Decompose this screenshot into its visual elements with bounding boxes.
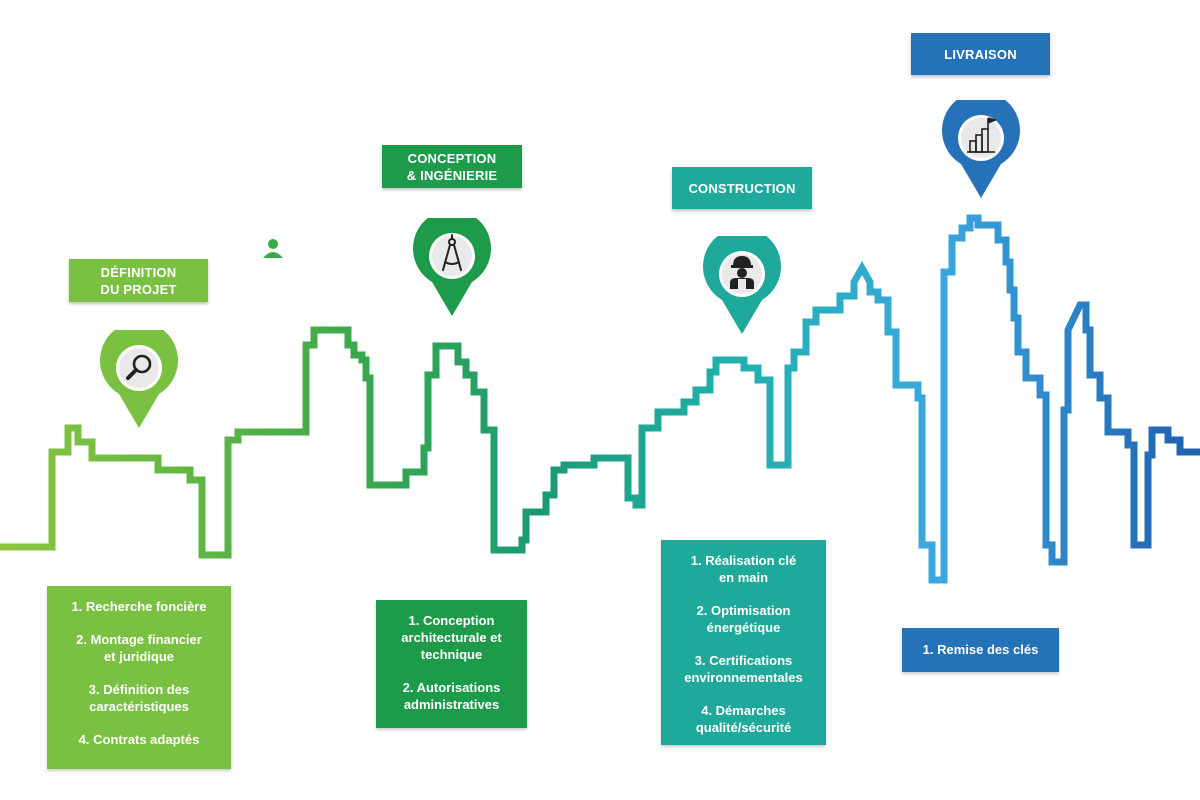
pin-construction <box>702 236 782 336</box>
pin-conception <box>412 218 492 318</box>
steps-construction: 1. Réalisation clé en main 2. Optimisati… <box>661 540 826 745</box>
phase-title-construction: CONSTRUCTION <box>672 167 812 209</box>
pin-definition <box>99 330 179 430</box>
construction-worker-icon <box>730 256 754 289</box>
phase-title-conception: CONCEPTION & INGÉNIERIE <box>382 145 522 188</box>
steps-definition: 1. Recherche foncière 2. Montage financi… <box>47 586 231 769</box>
step-item: 3. Certifications environnementales <box>684 653 803 685</box>
step-item: 1. Recherche foncière <box>71 599 207 614</box>
phase-title-definition: DÉFINITION DU PROJET <box>69 259 208 302</box>
steps-livraison: 1. Remise des clés <box>902 628 1059 672</box>
steps-conception: 1. Conception architecturale et techniqu… <box>376 600 527 728</box>
pin-livraison <box>941 100 1021 200</box>
phase-title-livraison: LIVRAISON <box>911 33 1050 75</box>
step-item: 2. Optimisation énergétique <box>696 603 791 635</box>
step-item: 1. Réalisation clé en main <box>690 553 797 585</box>
magnifier-icon <box>126 354 152 380</box>
step-item: 4. Démarches qualité/sécurité <box>695 703 792 735</box>
step-item: 3. Définition des caractéristiques <box>88 682 190 714</box>
step-item: 2. Montage financier et juridique <box>76 632 202 664</box>
step-item: 1. Conception architecturale et techniqu… <box>401 613 502 662</box>
step-item: 1. Remise des clés <box>922 642 1039 657</box>
person-icon <box>262 238 284 260</box>
building-flag-icon <box>967 117 998 153</box>
step-item: 4. Contrats adaptés <box>78 732 200 747</box>
compass-icon <box>442 234 462 271</box>
step-item: 2. Autorisations administratives <box>402 680 501 712</box>
